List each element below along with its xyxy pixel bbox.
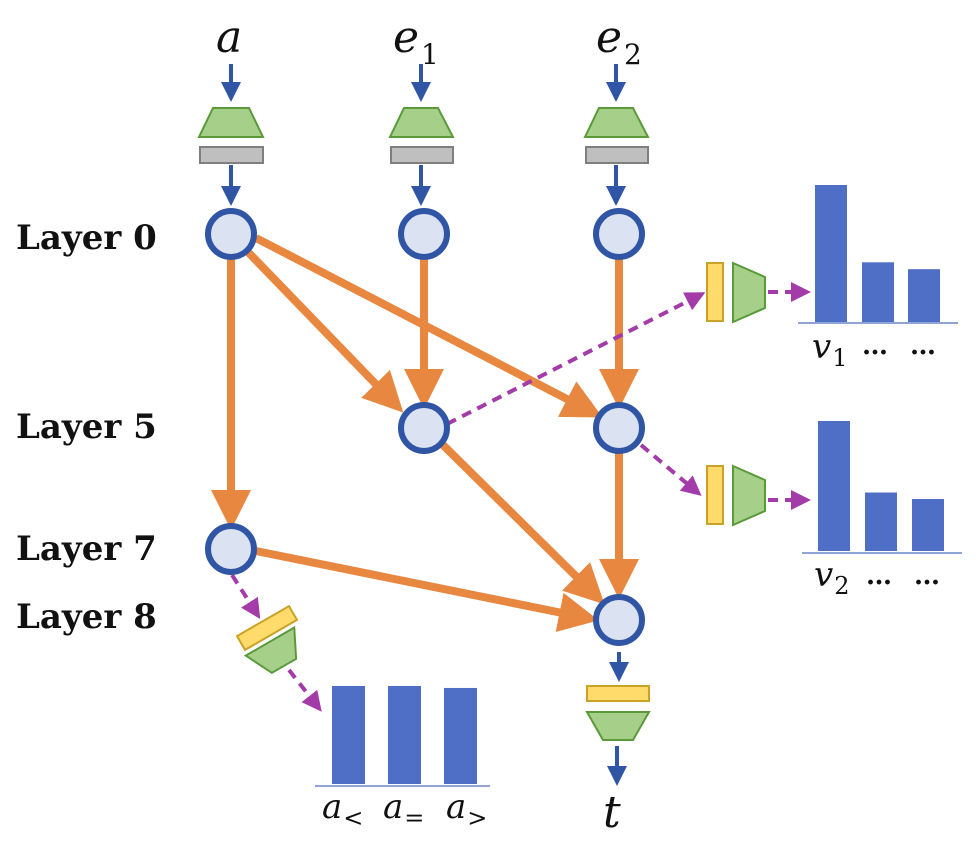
probe-v1-bar-2	[908, 269, 940, 323]
embedding-block-e2	[583, 107, 650, 164]
probe-v2-tick-2: …	[914, 561, 940, 591]
node-e1-layer5	[398, 402, 450, 454]
node-e1-layer0	[398, 208, 450, 260]
probe-head-v2	[706, 464, 766, 527]
probe-a-bar-2	[444, 687, 477, 784]
probe-edges	[230, 282, 811, 712]
input-label-e1: e1	[393, 12, 439, 71]
probe-a-bar-1	[388, 686, 421, 784]
probe-head-a	[235, 604, 299, 675]
orange-edges	[211, 234, 639, 633]
node-t-layer8	[593, 594, 645, 646]
probe-v1-tick-1: …	[862, 331, 888, 361]
probe-edge-e2-5	[639, 443, 702, 496]
probe-v1-tick-2: …	[910, 331, 936, 361]
probe-a-tick-0: a<	[322, 787, 363, 832]
output-label-t: t	[603, 787, 621, 838]
probe-v1-chart	[798, 185, 958, 324]
node-e2-layer0	[593, 208, 645, 260]
nodes	[205, 208, 645, 646]
layer-label-5: Layer 5	[16, 407, 157, 447]
edge-e1-5-t8	[438, 440, 605, 605]
probe-edge-a7-in	[230, 573, 261, 620]
input-label-a: a	[216, 12, 242, 63]
probe-v2-tick-1: …	[866, 561, 892, 591]
probe-v2-tick-0: v2	[814, 555, 850, 600]
probe-a-bar-0	[332, 686, 365, 784]
edge-a7-t8	[255, 547, 599, 633]
embedding-block-a	[197, 107, 265, 164]
layer-label-8: Layer 8	[16, 597, 157, 637]
probe-edge-e1-5	[446, 292, 706, 426]
probe-edge-a7-out	[287, 668, 322, 712]
probe-v2-bar-1	[865, 492, 897, 551]
edge-a0-e1-5	[245, 249, 404, 413]
node-e2-layer5	[593, 402, 645, 454]
embedding-block-e1	[388, 107, 455, 164]
node-a-layer7	[205, 523, 257, 575]
probe-a-tick-2: a>	[446, 787, 487, 832]
layer-label-7: Layer 7	[16, 529, 157, 569]
probe-v1-bar-1	[862, 262, 894, 323]
probe-v2-chart	[802, 421, 962, 554]
probe-v2-bar-0	[818, 421, 850, 551]
output-head	[585, 685, 651, 741]
input-label-e2: e2	[596, 12, 642, 71]
probe-a-chart	[315, 686, 490, 787]
probe-v2-bar-2	[912, 499, 944, 551]
probe-v1-bar-0	[815, 185, 847, 323]
probe-v1-tick-0: v1	[812, 327, 848, 372]
node-a-layer0	[205, 208, 257, 260]
probe-a-tick-1: a=	[383, 787, 424, 832]
probe-head-v1	[706, 261, 766, 324]
layer-label-0: Layer 0	[16, 218, 157, 258]
